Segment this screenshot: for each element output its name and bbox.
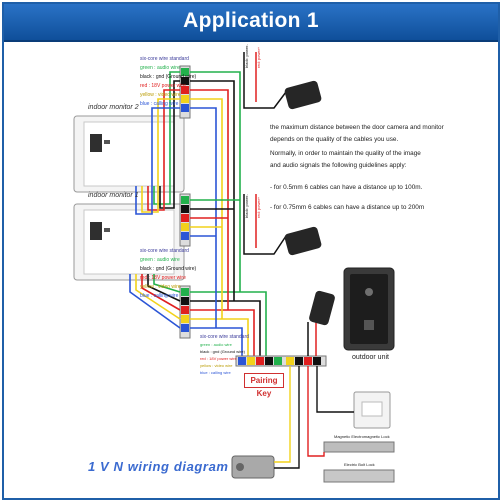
wire-legend-mid-item: yellow : video wire [140, 284, 181, 290]
wire-legend-top-item: blue : calling wire [140, 101, 179, 107]
wire-legend-mid-item: blue : calling wire [140, 293, 179, 299]
monitor-1-label: indoor monitor 1 [88, 192, 139, 199]
wiring-diagram-title: 1 V N wiring diagram [88, 459, 229, 474]
wire-legend-bottom-item: black : gnd (Ground wire) [200, 349, 245, 354]
note-line-6: - for 0.75mm 6 cables can have a distanc… [270, 204, 425, 211]
note-line-5: - for 0.5mm 6 cables can have a distance… [270, 184, 423, 191]
power-adapter-top [243, 52, 322, 110]
magnetic-lock-label: Magnetic Electromagnetic Lock [334, 434, 390, 439]
monitor-2-label: indoor monitor 2 [88, 104, 139, 111]
indoor-monitor-1 [73, 203, 185, 281]
electric-bolt-lock-device [323, 469, 395, 483]
wire-legend-bottom-title: six-core wire standard [200, 334, 249, 340]
wire-legend-mid-title: six-core wire standard [140, 248, 189, 254]
note-line-3: Normally, in order to maintain the quali… [270, 150, 421, 157]
keyed-lock-device [231, 455, 275, 479]
pairing-key[interactable]: Pairing Key [244, 373, 284, 398]
power-adapter-bottom [307, 290, 335, 356]
wire-bus-monitor1 [129, 199, 240, 329]
terminal-block-mid [179, 193, 191, 247]
wire-bus-outdoor [190, 250, 267, 356]
wire-legend-bottom-item: blue : calling wire [200, 370, 231, 375]
note-line-2: depends on the quality of the cables you… [270, 136, 399, 143]
wire-bus-lock [274, 366, 354, 469]
title-banner: Application 1 [4, 4, 498, 42]
wire-legend-mid-item: green : audio wire [140, 257, 180, 263]
power-label-red-top: red: power+ [256, 46, 261, 68]
page-title: Application 1 [183, 9, 319, 32]
exit-button-device [353, 391, 391, 429]
terminal-block-top [179, 65, 191, 119]
outdoor-terminal-strip [235, 355, 327, 367]
wire-legend-mid-item: red : 18V power wire [140, 275, 186, 281]
outdoor-unit [343, 267, 395, 351]
wire-legend-top-title: six-core wire standard [140, 56, 189, 62]
outdoor-unit-label: outdoor unit [352, 354, 389, 361]
terminal-block-low [179, 285, 191, 339]
magnetic-lock-device [323, 441, 395, 453]
power-label-red-mid: red: power+ [256, 196, 261, 218]
wire-legend-bottom-item: yellow : video wire [200, 363, 233, 368]
wire-legend-top-item: black : gnd (Ground wire) [140, 74, 197, 80]
wire-legend-top-item: yellow : video wire [140, 92, 181, 98]
wiring-diagram [73, 52, 395, 483]
note-line-1: the maximum distance between the door ca… [270, 124, 444, 131]
wire-legend-bottom-item: green : audio wire [200, 342, 232, 347]
power-label-black-mid: black: power- [244, 194, 249, 218]
wire-legend-top-item: red : 18V power wire [140, 83, 186, 89]
wire-legend-mid-item: black : gnd (Ground wire) [140, 266, 197, 272]
indoor-monitor-2 [73, 115, 185, 193]
power-label-black-top: black: power- [244, 44, 249, 68]
electric-bolt-lock-label: Electric Bolt Lock [344, 462, 375, 467]
wire-bus-monitor2 [135, 71, 241, 250]
wire-legend-top-item: green : audio wire [140, 65, 180, 71]
pairing-key-label: Pairing Key [250, 376, 278, 398]
power-adapter-mid [243, 194, 322, 256]
wire-legend-bottom-item: red : 18V power wire [200, 356, 237, 361]
note-line-4: and audio signals the following guidelin… [270, 162, 407, 169]
